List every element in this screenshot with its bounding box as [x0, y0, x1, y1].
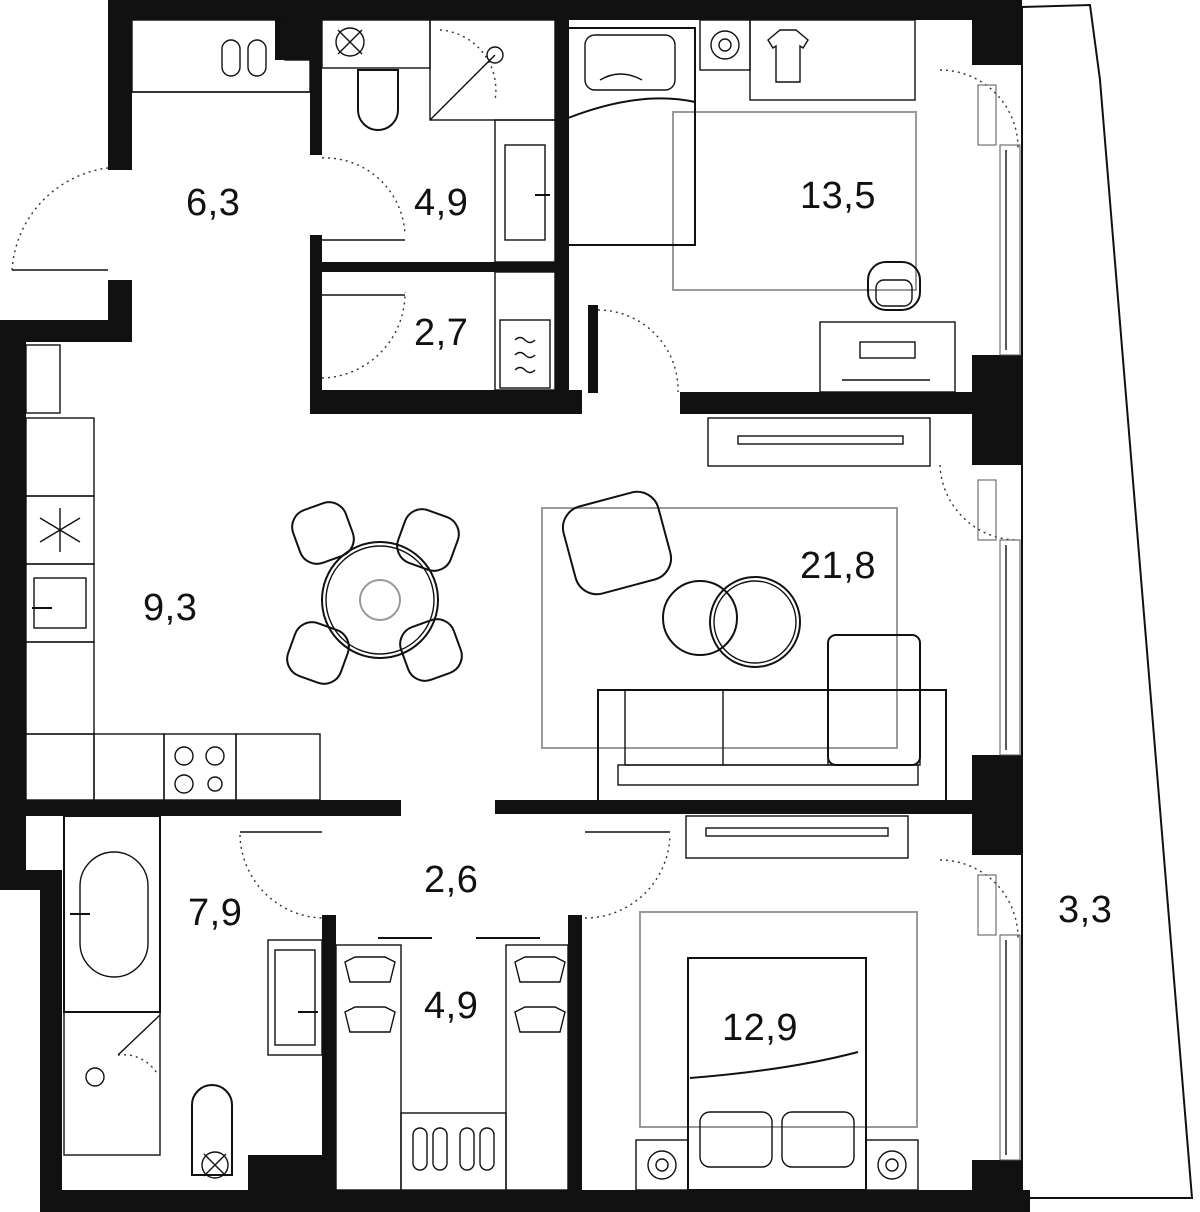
walls	[0, 0, 1030, 1212]
shirt-icon	[749, 19, 916, 101]
washing-machine-icon	[499, 319, 551, 389]
area-label-bath-top: 4,9	[414, 182, 468, 224]
area-label-kitchen: 9,3	[143, 587, 197, 629]
balcony-outline	[1021, 3, 1194, 1199]
wardrobe-icon	[344, 956, 566, 1033]
area-label-bedroom-top: 13,5	[800, 175, 876, 217]
chair-icon	[867, 261, 921, 311]
area-label-hall: 6,3	[186, 182, 240, 224]
bedroom-top	[567, 19, 956, 393]
bed-icon	[567, 27, 696, 246]
area-label-bath-bottom: 7,9	[188, 892, 242, 934]
sink-icon	[25, 563, 95, 643]
shower-icon	[63, 1011, 161, 1156]
toilet-icon	[191, 1084, 233, 1176]
plant-icon	[201, 1151, 229, 1179]
laundry	[494, 271, 556, 391]
desk-icon	[819, 321, 956, 393]
nightstand-icon	[635, 1139, 919, 1191]
shower-icon	[429, 19, 556, 121]
bed-icon	[687, 957, 867, 1191]
bedroom-bottom	[635, 911, 919, 1191]
coffee-table-icon	[662, 576, 801, 668]
sofa-icon	[597, 634, 947, 803]
plant-icon	[335, 27, 365, 57]
room-labels: 6,3 4,9 2,7 13,5 9,3 21,8 7,9 2,6 4,9 12…	[143, 175, 1112, 1049]
nightstand-icon	[699, 19, 751, 71]
area-label-laundry: 2,7	[414, 312, 468, 354]
bath-bottom	[63, 815, 323, 1179]
area-label-corridor: 2,6	[424, 859, 478, 901]
area-label-balcony: 3,3	[1058, 889, 1112, 931]
fridge-icon	[25, 495, 95, 565]
bath-top	[321, 19, 556, 263]
windows	[977, 84, 1021, 1161]
area-label-bedroom-bottom: 12,9	[722, 1007, 798, 1049]
armchair-icon	[561, 490, 673, 596]
chair-icon	[286, 501, 463, 685]
sink-icon	[267, 939, 323, 1056]
dining-table-icon	[286, 501, 463, 685]
area-label-wardrobe: 4,9	[424, 985, 478, 1027]
slippers-icon	[221, 39, 267, 77]
sink-icon	[494, 119, 556, 263]
tv-icon	[685, 815, 909, 859]
kitchen	[25, 344, 321, 801]
tv-icon	[707, 417, 931, 467]
doors	[11, 29, 1019, 1076]
area-label-living: 21,8	[800, 545, 876, 587]
living	[541, 490, 947, 803]
stove-icon	[163, 733, 237, 801]
hall	[131, 19, 311, 93]
wardrobe	[335, 937, 569, 1191]
bathtub-icon	[63, 815, 161, 1013]
toilet-icon	[357, 69, 399, 131]
slippers-icon	[400, 1112, 507, 1191]
